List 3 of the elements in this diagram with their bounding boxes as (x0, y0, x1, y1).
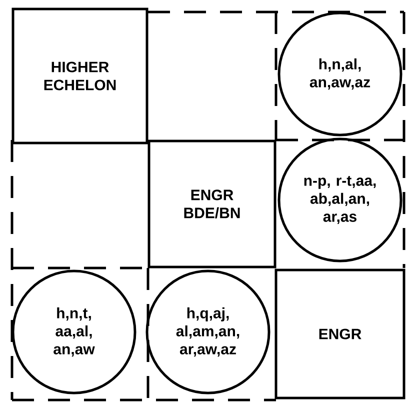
square-box: ENGR BDE/BN (148, 140, 276, 268)
square-box: ENGR (274, 268, 406, 400)
square-box: HIGHER ECHELON (12, 8, 148, 144)
